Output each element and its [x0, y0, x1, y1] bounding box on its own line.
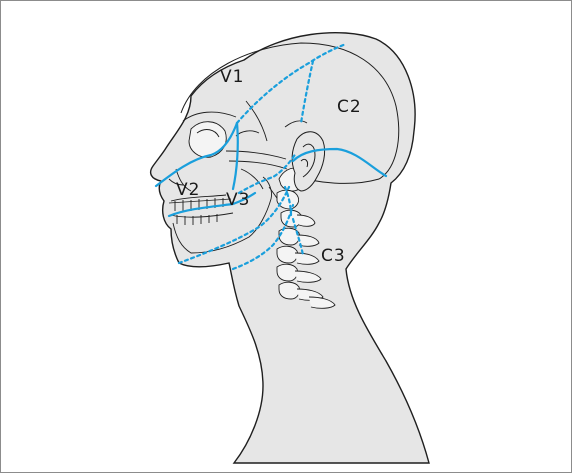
region-label-v3: V3	[226, 190, 250, 210]
region-label-c3: C3	[321, 246, 346, 266]
region-label-c2: C2	[337, 97, 362, 117]
region-label-v1: V1	[220, 67, 244, 87]
region-label-v2: V2	[176, 180, 200, 200]
